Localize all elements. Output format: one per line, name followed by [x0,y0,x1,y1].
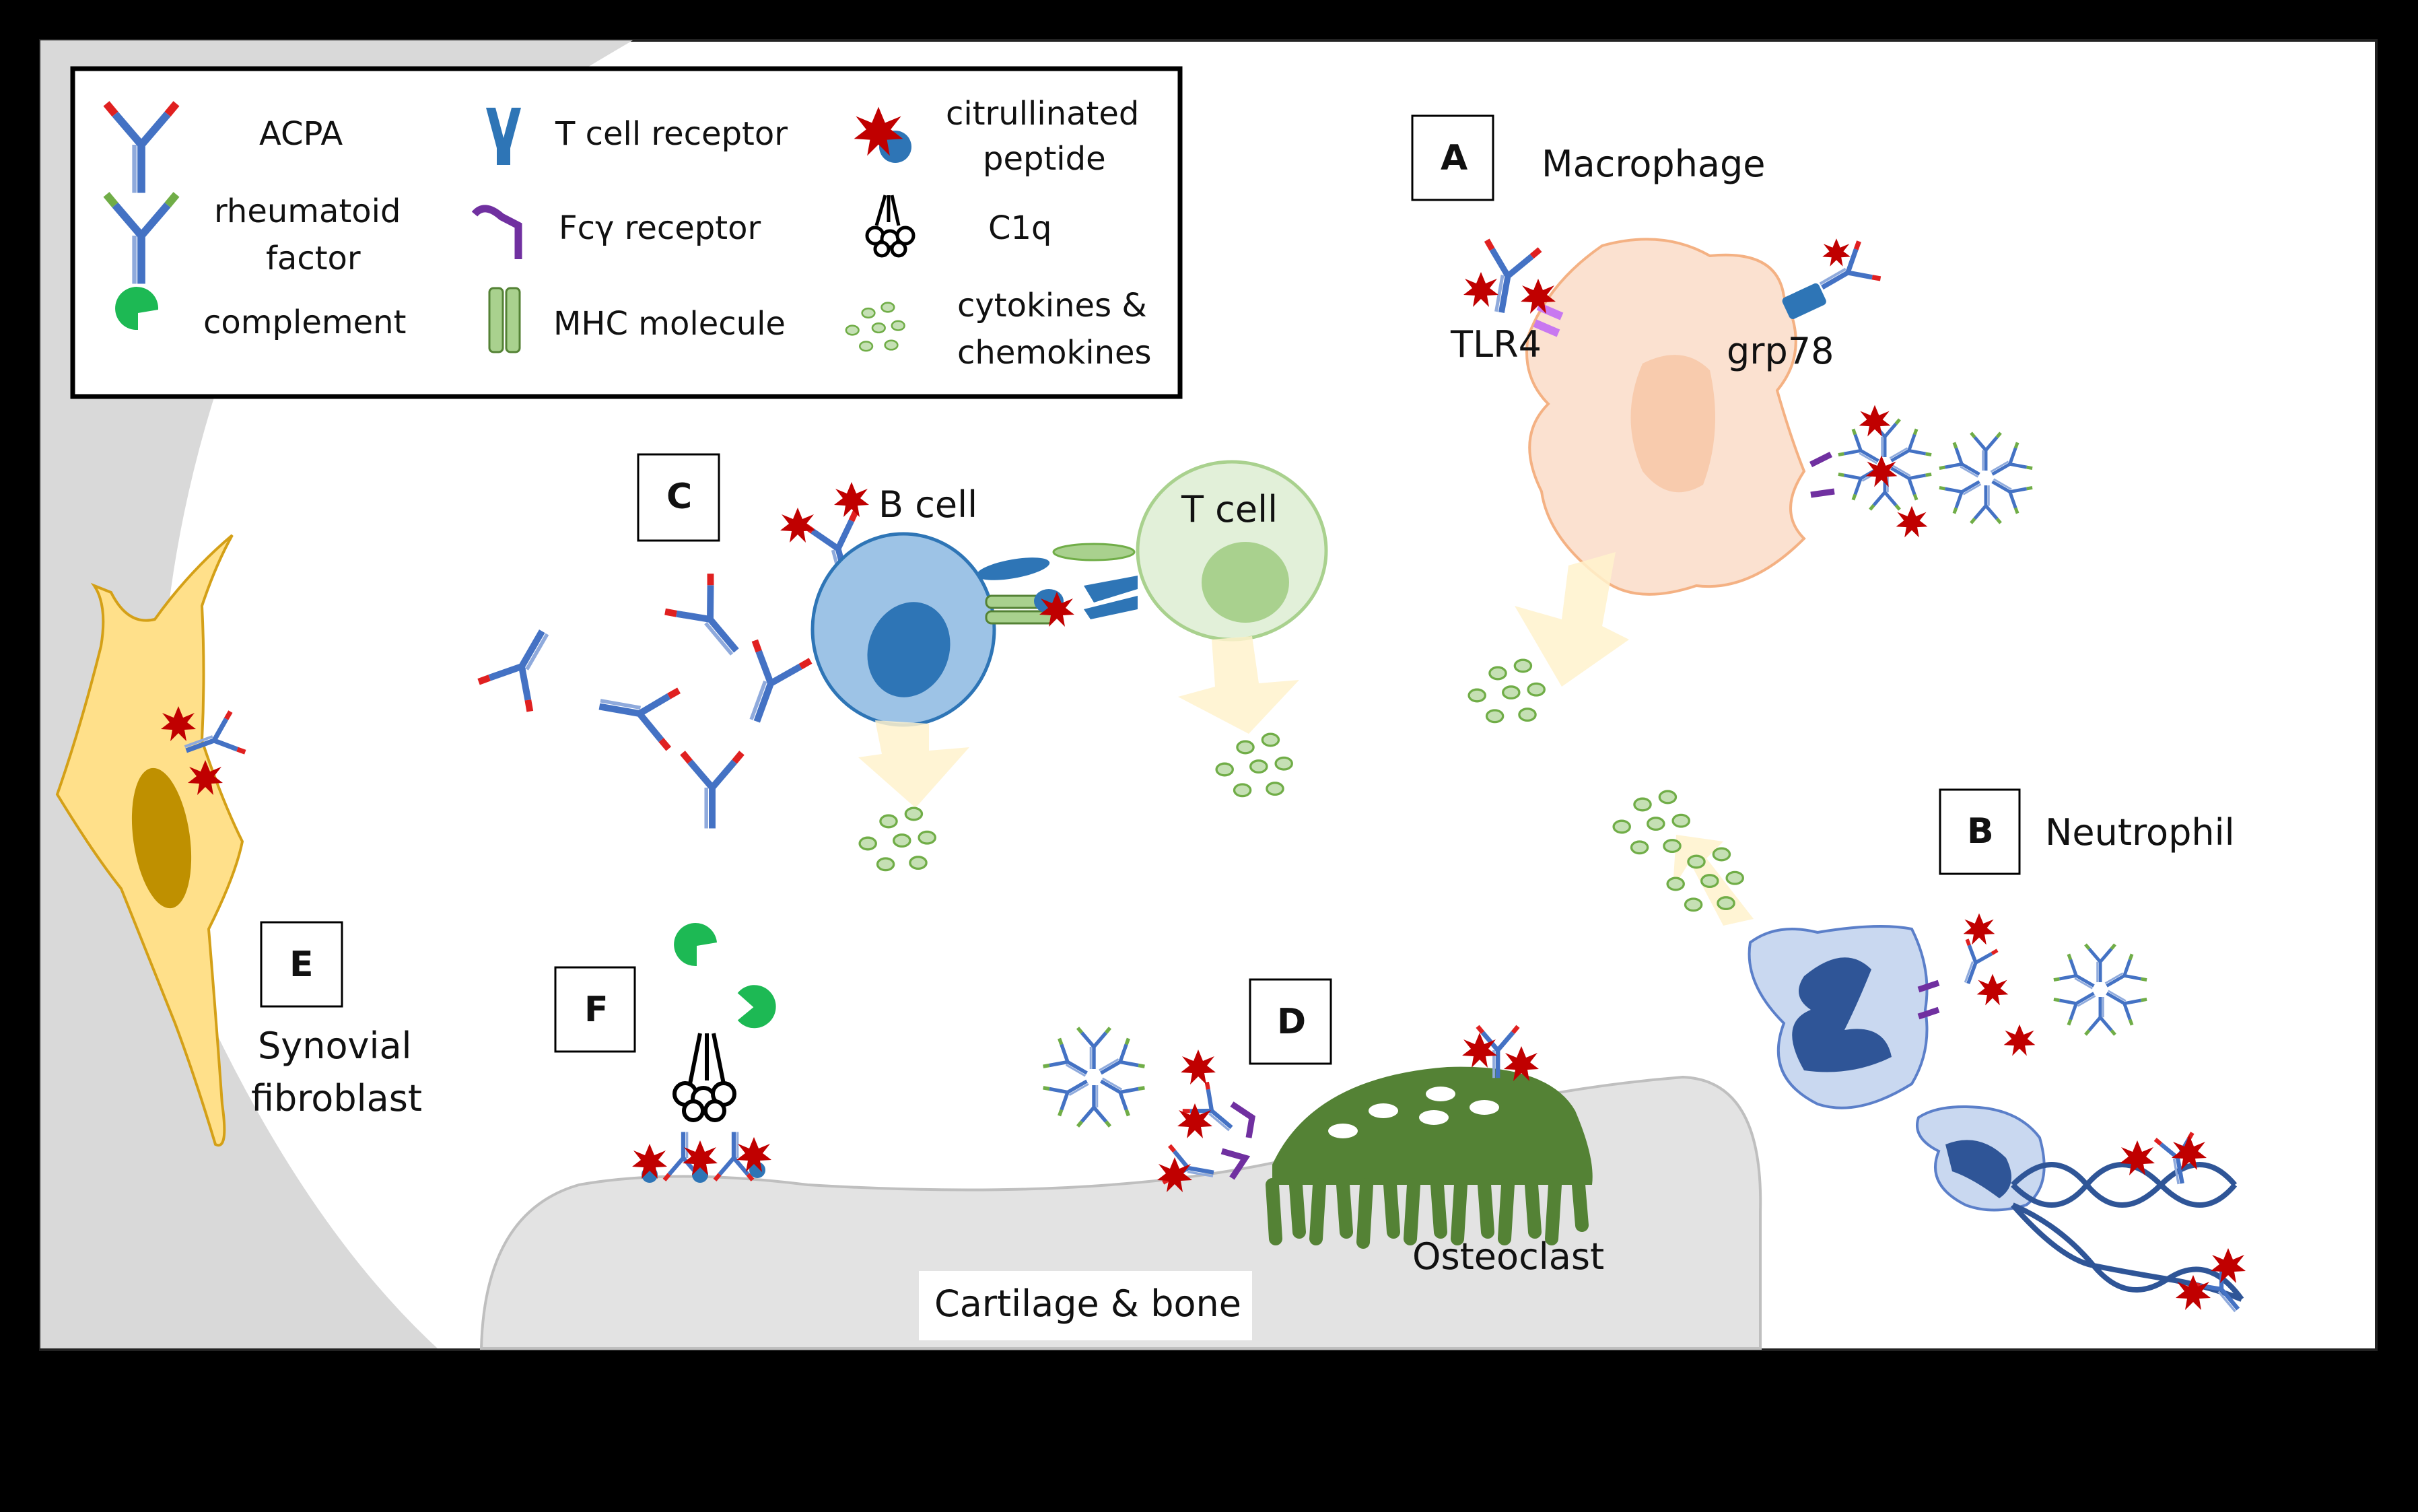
complement-fragment-2 [737,985,776,1029]
bcell-secretion-arrow [858,720,969,808]
legend-cit-line1: citrullinated [946,95,1139,133]
c1q-molecule [672,1033,736,1122]
legend-citrullinated-peptide-icon [854,106,911,163]
legend-cit-line2: peptide [983,140,1106,178]
tcell-nucleus [1202,542,1289,623]
macrophage-nucleus [1630,355,1715,493]
osteoclast-cell [1272,1066,1593,1185]
panel-b-box [1939,788,2021,875]
panel-d-letter: D [1277,1002,1306,1042]
legend-tcr: T cell receptor [555,115,788,153]
osteoclast-ruffled-border [1266,1178,1589,1249]
bone-antigen-3 [749,1162,765,1178]
tcell-label: T cell [1181,488,1278,530]
macrophage-fcg-receptors [1809,451,1835,498]
cartilage-label: Cartilage & bone [934,1282,1241,1325]
tcell-cd4-molecule [1052,543,1136,561]
osteoclast-nucleus-5 [1470,1100,1499,1115]
panel-d-title: Osteoclast [1412,1235,1604,1278]
panel-d-box [1249,978,1332,1065]
panel-a-title: Macrophage [1542,143,1766,185]
legend-box [70,66,1183,399]
neutrophil-2-nucleus [1945,1140,2011,1198]
legend-cyt-line2: chemokines [957,334,1152,372]
osteoclast-nucleus-3 [1426,1087,1455,1101]
legend-tcr-icon [486,108,521,165]
legend-rf-line2: factor [266,240,361,277]
panel-f-box [554,966,636,1053]
legend-rf-line1: rheumatoid [214,193,401,230]
panel-b-letter: B [1967,811,1994,852]
legend-c1q-icon [865,195,916,258]
legend-c1q: C1q [988,209,1052,247]
cartilage-label-box [919,1271,1252,1340]
neutrophil-fcg-receptors [1917,980,1940,1020]
panel-f-letter: F [584,990,609,1030]
legend-mhc: MHC molecule [553,305,786,343]
osteoclast-fcg-receptors [1220,1101,1255,1180]
panel-c-letter: C [666,477,692,517]
bcell-mhc-class-ii-top [976,557,1050,580]
legend-cyt-line1: cytokines & [957,287,1147,324]
grp78-label: grp78 [1727,330,1834,372]
panel-b-title: Neutrophil [2045,811,2235,854]
legend-acpa: ACPA [259,115,343,153]
tlr4-label: TLR4 [1450,323,1542,366]
legend-fcg-icon [471,205,522,259]
legend-mhc-icon [488,287,521,353]
panel-e-letter: E [289,944,314,985]
panel-e-title-line2: fibroblast [251,1077,422,1120]
legend-complement: complement [203,304,406,341]
bcell-nucleus [867,602,951,697]
net-dna-strand-1 [2011,1162,2238,1208]
bcell-label: B cell [878,483,977,526]
neutrophil-1-nucleus [1792,957,1892,1072]
osteoclast-nucleus-4 [1419,1110,1449,1125]
macrophage-secretion-arrow [1515,552,1629,687]
tcell-secretion-arrow [1178,636,1299,734]
legend-fcg: Fcγ receptor [559,209,761,247]
panel-e-title-line1: Synovial [258,1025,412,1067]
legend-complement-icon [115,287,159,331]
panel-e-box [260,921,343,1008]
osteoclast-nucleus-1 [1328,1124,1358,1138]
panel-a-letter: A [1441,138,1467,178]
complement-fragment-1 [674,923,717,967]
panel-c-box [637,453,720,542]
tcell-receptor [1084,576,1138,619]
mhc-peptide-complex [985,589,1074,627]
fibroblast-nucleus [131,767,192,909]
panel-a-box [1411,114,1494,201]
osteoclast-nucleus-2 [1369,1103,1398,1118]
grp78-receptor [1782,283,1826,320]
